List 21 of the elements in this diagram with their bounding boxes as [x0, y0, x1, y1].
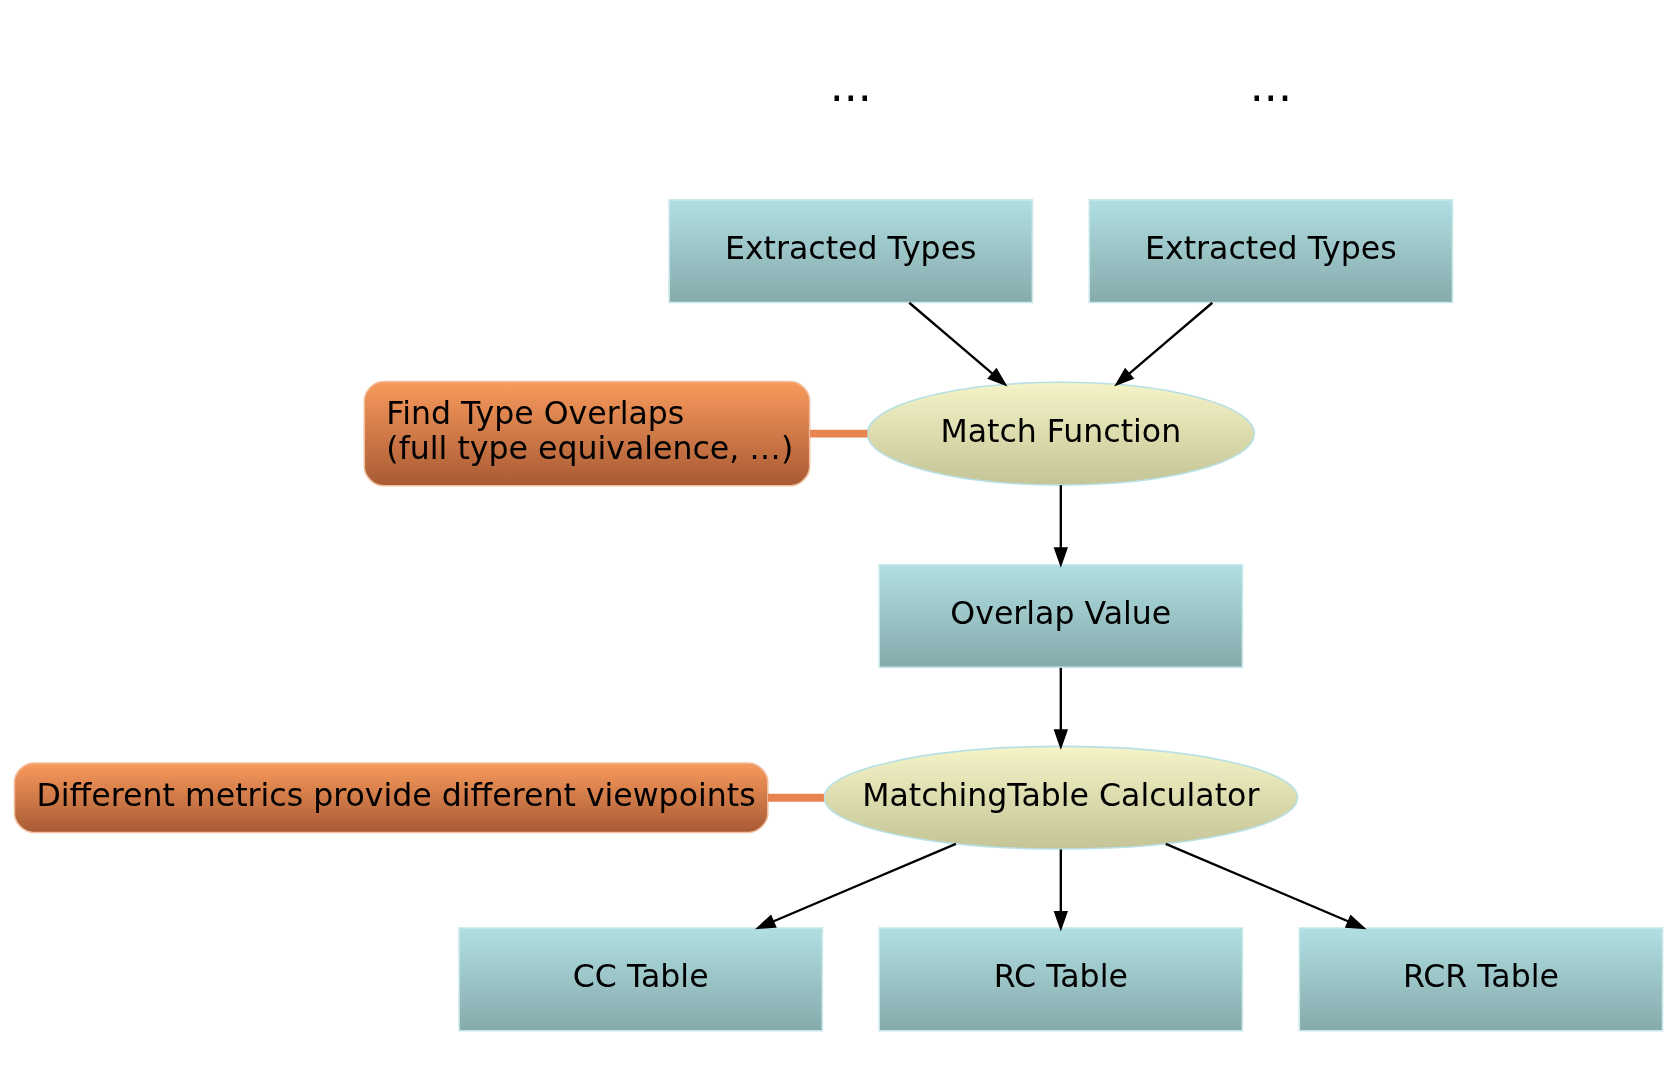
node-box: Extracted Types — [1088, 198, 1454, 303]
node-box: Find Type Overlaps (full type equivalence, …) — [363, 380, 811, 487]
label: ... — [829, 59, 872, 111]
label: ... — [1249, 59, 1292, 111]
arrow — [908, 301, 1008, 387]
arrow — [1053, 849, 1068, 932]
arrow — [1114, 301, 1214, 387]
node-ellipse: MatchingTable Calculator — [823, 745, 1299, 850]
node-box: CC Table — [458, 926, 824, 1031]
node-box: Extracted Types — [668, 198, 1034, 303]
arrow — [755, 842, 957, 929]
node-box: Overlap Value — [878, 563, 1244, 668]
arrow — [1053, 667, 1068, 750]
node-box: RCR Table — [1298, 926, 1664, 1031]
arrow — [1053, 484, 1068, 568]
node-box: RC Table — [878, 926, 1244, 1031]
arrow — [1165, 842, 1367, 929]
node-ellipse: Match Function — [866, 381, 1256, 486]
node-box: Different metrics provide different viewpoints — [13, 761, 769, 833]
connector — [767, 793, 824, 802]
connector — [810, 429, 868, 438]
